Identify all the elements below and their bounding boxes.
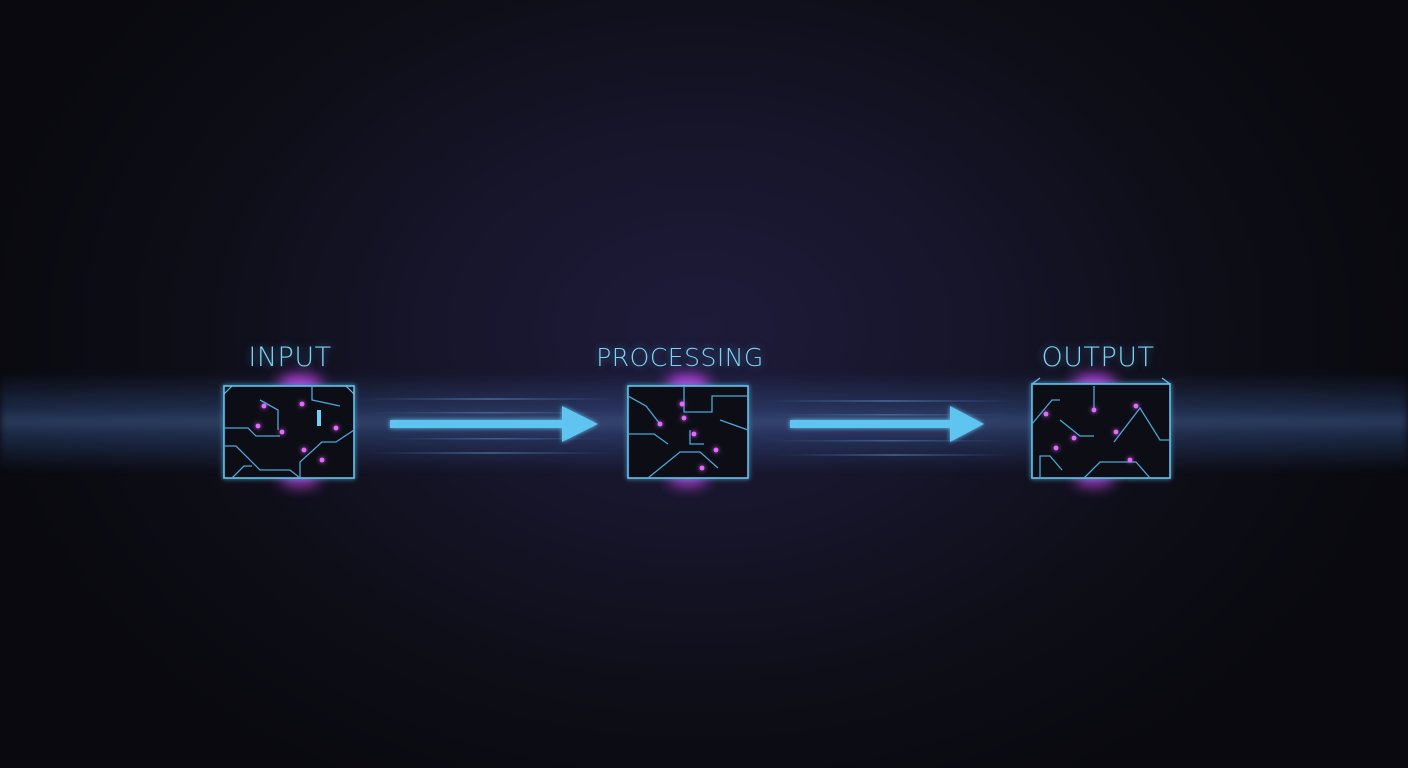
- arrow-right-icon: [790, 406, 984, 442]
- output-node: [1031, 375, 1171, 486]
- circuit-cube-icon: [627, 385, 749, 479]
- input-node: [223, 375, 355, 486]
- circuit-cube-icon: [1031, 377, 1171, 479]
- input-label: INPUT: [248, 342, 332, 373]
- data-streaks: [360, 398, 1020, 456]
- arrow-right-icon: [390, 406, 598, 442]
- processing-label: PROCESSING: [596, 343, 764, 372]
- circuit-cube-icon: [223, 385, 355, 479]
- processing-node: [627, 375, 749, 486]
- output-label: OUTPUT: [1041, 342, 1155, 373]
